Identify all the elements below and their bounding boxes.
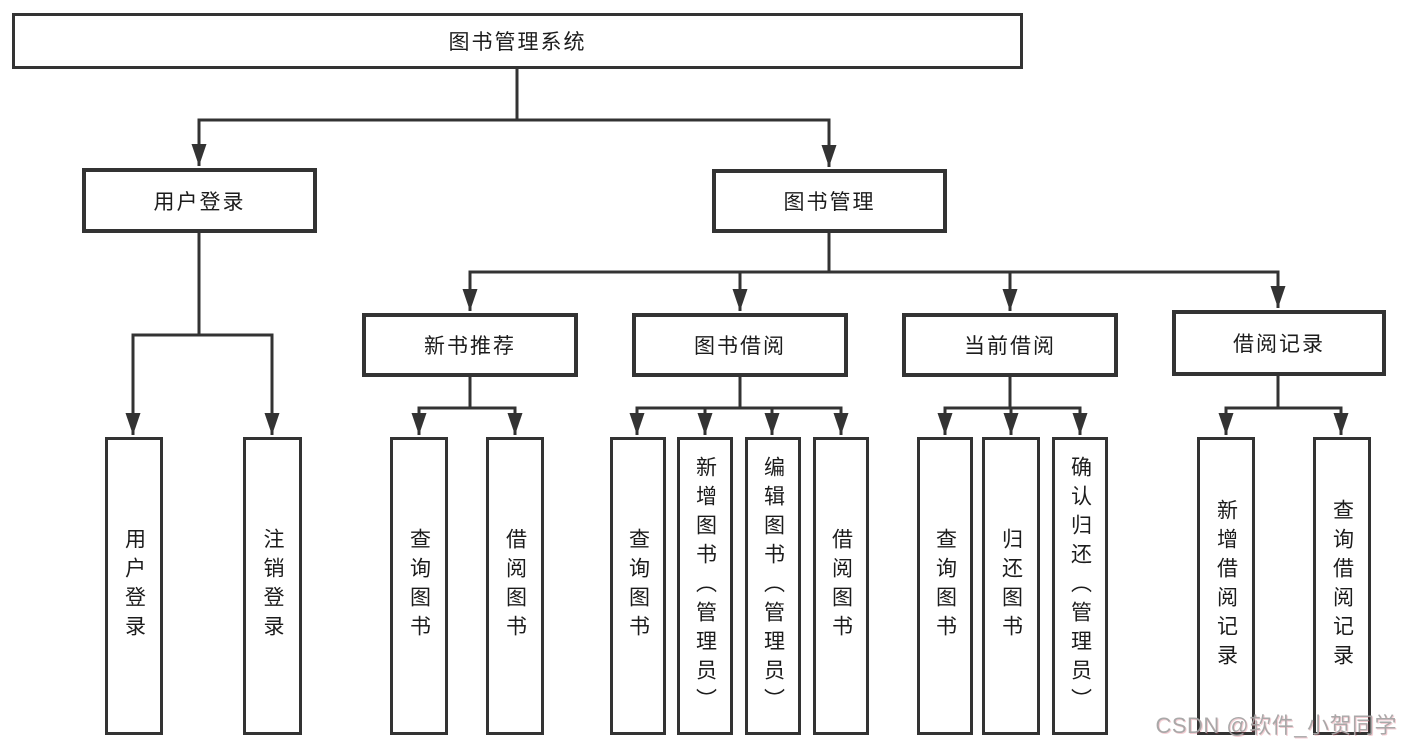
leaf-add-books-admin: 新增图书（管理员） [677, 437, 733, 735]
node-book-management-branch: 图书管理 [712, 169, 947, 233]
node-label: 新书推荐 [424, 335, 516, 358]
node-label: 借阅记录 [1233, 333, 1325, 356]
node-label: 当前借阅 [964, 335, 1056, 358]
node-label: 图书管理系统 [448, 31, 587, 54]
leaf-logout: 注销登录 [243, 437, 302, 735]
node-library-management-system: 图书管理系统 [12, 13, 1023, 69]
node-label: 借阅图书 [503, 528, 527, 644]
node-label: 归还图书 [999, 528, 1023, 644]
node-label: 新增借阅记录 [1214, 499, 1238, 673]
leaf-borrow-books: 借阅图书 [813, 437, 869, 735]
leaf-return-books: 归还图书 [982, 437, 1040, 735]
node-label: 图书借阅 [694, 335, 786, 358]
node-label: 用户登录 [122, 528, 146, 644]
node-user-login-branch: 用户登录 [82, 168, 317, 233]
node-label: 注销登录 [261, 528, 284, 644]
leaf-add-borrow-record: 新增借阅记录 [1197, 437, 1255, 735]
csdn-watermark: CSDN @软件_小贺同学 [1155, 713, 1397, 738]
leaf-confirm-return-admin: 确认归还（管理员） [1052, 437, 1108, 735]
node-label: 确认归还（管理员） [1068, 455, 1092, 717]
node-label: 查询图书 [933, 528, 957, 644]
leaf-edit-books-admin: 编辑图书（管理员） [745, 437, 801, 735]
node-label: 编辑图书（管理员） [761, 455, 785, 717]
node-label: 新增图书（管理员） [693, 455, 717, 717]
leaf-borrow-books-recommend: 借阅图书 [486, 437, 544, 735]
node-label: 借阅图书 [829, 528, 853, 644]
node-borrowing-records: 借阅记录 [1172, 310, 1386, 376]
leaf-query-borrow-record: 查询借阅记录 [1313, 437, 1371, 735]
leaf-query-books-current: 查询图书 [917, 437, 973, 735]
node-label: 查询借阅记录 [1330, 499, 1354, 673]
node-current-borrowing: 当前借阅 [902, 313, 1118, 377]
node-new-book-recommendation: 新书推荐 [362, 313, 578, 377]
node-label: 查询图书 [407, 528, 431, 644]
node-label: 图书管理 [783, 191, 876, 214]
leaf-query-books-recommend: 查询图书 [390, 437, 448, 735]
node-book-borrowing: 图书借阅 [632, 313, 848, 377]
leaf-user-login: 用户登录 [105, 437, 163, 735]
node-label: 用户登录 [153, 190, 246, 214]
leaf-query-books-borrowing: 查询图书 [610, 437, 666, 735]
node-label: 查询图书 [626, 528, 650, 644]
